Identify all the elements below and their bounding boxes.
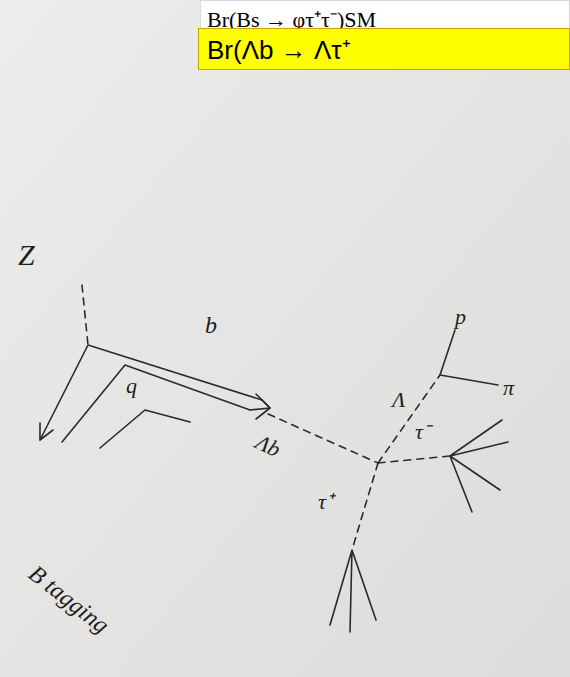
boson-label: Z [18, 238, 35, 271]
jet-arrow-outer [40, 345, 262, 440]
quark-label: q [126, 374, 137, 398]
tau-plus-tracks [330, 550, 376, 632]
particle-label: p [455, 305, 466, 329]
arrowhead-right [256, 394, 270, 419]
baryon-label: Λb [252, 430, 284, 462]
q-arrow-inner [100, 410, 190, 448]
baryon-label: Λ [392, 388, 405, 412]
jet-arrow-middle [62, 365, 250, 442]
arrowhead-left [40, 423, 53, 440]
highlight-formula-box: Br(Λb → Λτ⁺ [198, 28, 570, 70]
lepton-label: τ⁻ [415, 420, 430, 444]
tau-minus-dashed-line [378, 456, 450, 463]
tau-minus-tracks [450, 420, 508, 512]
lambda-dashed-line [378, 375, 440, 463]
proton-track [440, 330, 455, 375]
formula-text: Br(Λb → Λτ⁺ [207, 31, 561, 67]
lambdab-dashed-line [268, 414, 378, 463]
particle-label: π [503, 376, 514, 400]
tagging-note: B tagging [24, 560, 114, 639]
pion-track [440, 375, 498, 385]
lepton-label: τ⁺ [318, 490, 333, 514]
z-dashed-line [82, 285, 88, 345]
quark-label: b [205, 312, 217, 338]
tau-plus-dashed-line [352, 463, 378, 550]
